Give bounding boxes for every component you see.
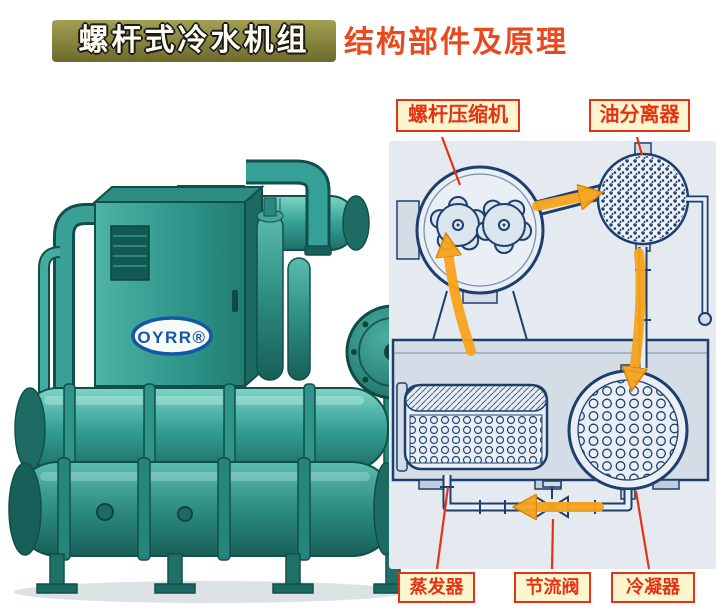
discharge-pipe — [246, 159, 332, 256]
label-condenser: 冷凝器 — [611, 572, 695, 603]
brand-logo: OYRR® — [131, 316, 213, 356]
label-evaporator: 蒸发器 — [398, 572, 475, 603]
lower-shell-vessel — [8, 457, 399, 561]
arrow-evaporator-to-compressor — [448, 251, 476, 356]
upper-shell-vessel — [14, 383, 389, 475]
label-leader-lines — [435, 136, 651, 570]
cabinet-handle — [232, 290, 238, 312]
cabinet-vent — [110, 225, 150, 281]
flow-arrows — [448, 196, 641, 507]
arrow-separator-to-condenser — [634, 248, 641, 373]
label-screw-compressor: 螺杆压缩机 — [396, 99, 520, 132]
chiller-unit-photo: OYRR® — [8, 159, 440, 603]
schematic-diagram — [389, 136, 716, 570]
control-cabinet — [92, 184, 265, 389]
vessel-nozzle — [96, 503, 114, 521]
label-oil-separator: 油分离器 — [589, 99, 690, 132]
arrow-compressor-to-separator — [532, 196, 585, 211]
label-throttle-valve: 节流阀 — [514, 572, 591, 603]
oil-filter-cylinders — [256, 197, 311, 381]
right-service-pipe — [686, 195, 712, 326]
evaporator — [396, 382, 549, 472]
rotor-right — [475, 199, 533, 254]
page-title: 螺杆式冷水机组 — [52, 20, 336, 62]
compressor-supports — [432, 290, 528, 341]
rear-pipes — [38, 203, 148, 402]
page-subtitle: 结构部件及原理 — [344, 26, 568, 59]
brand-logo-text: OYRR® — [137, 328, 206, 347]
vessel-nozzle — [177, 506, 193, 522]
